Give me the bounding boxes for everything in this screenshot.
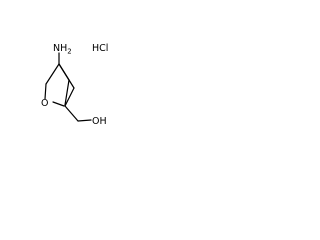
bond-ch2-hydroxyl [77, 119, 92, 122]
bond-ch2-right-c1 [64, 87, 75, 107]
hydroxyl-label: OH [92, 116, 107, 127]
amine-subscript-text: 2 [67, 48, 71, 56]
chemical-structure-diagram: NH2 O OH HCl [41, 43, 108, 127]
bond-oxygen-c1 [52, 101, 65, 107]
bond-ch2-oxygen [44, 83, 47, 100]
bond-c4-ch2-right [58, 63, 75, 89]
ring-oxygen-label: O [41, 98, 48, 109]
amine-nh-text: NH [53, 43, 67, 54]
bond-c4-ch2-left [45, 63, 60, 85]
bond-c1-ch2oh [64, 105, 79, 122]
skeleton-bonds [44, 52, 92, 122]
bond-ch2-back-c1 [64, 79, 70, 106]
amine-label: NH2 [53, 43, 72, 56]
hcl-salt-label: HCl [92, 43, 108, 54]
